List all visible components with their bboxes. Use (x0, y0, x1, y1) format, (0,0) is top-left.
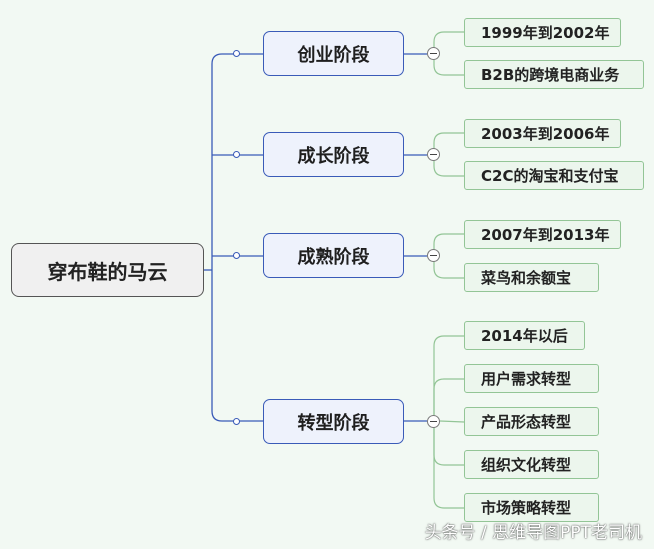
leaf-startup-period[interactable]: 1999年到2002年 (464, 18, 621, 47)
stage-node-growth[interactable]: 成长阶段 (263, 132, 404, 177)
stage-node-maturity[interactable]: 成熟阶段 (263, 233, 404, 278)
leaf-link (433, 31, 464, 48)
stage-connector-dot (233, 50, 240, 57)
leaf-user-needs[interactable]: 用户需求转型 (464, 364, 599, 393)
collapse-toggle-icon[interactable] (427, 415, 440, 428)
leaf-link (433, 427, 464, 466)
leaf-link (433, 427, 464, 509)
leaf-link (433, 233, 464, 250)
leaf-maturity-business[interactable]: 菜鸟和余额宝 (464, 263, 599, 292)
watermark: 头条号 / 思维导图PPT老司机 (424, 523, 642, 543)
leaf-link (439, 420, 465, 423)
leaf-transformation-period[interactable]: 2014年以后 (464, 321, 585, 350)
stage-connector-dot (233, 252, 240, 259)
stage-connector-dot (233, 151, 240, 158)
leaf-market-strategy[interactable]: 市场策略转型 (464, 493, 599, 522)
collapse-toggle-icon[interactable] (427, 148, 440, 161)
collapse-toggle-icon[interactable] (427, 47, 440, 60)
leaf-growth-business[interactable]: C2C的淘宝和支付宝 (464, 161, 644, 190)
leaf-link (433, 132, 464, 149)
leaf-startup-business[interactable]: B2B的跨境电商业务 (464, 60, 644, 89)
leaf-link (433, 262, 464, 279)
leaf-product-form[interactable]: 产品形态转型 (464, 407, 599, 436)
stage-connector-dot (233, 418, 240, 425)
collapse-toggle-icon[interactable] (427, 249, 440, 262)
trunk-link-transformation (211, 64, 263, 422)
leaf-org-culture[interactable]: 组织文化转型 (464, 450, 599, 479)
leaf-growth-period[interactable]: 2003年到2006年 (464, 119, 621, 148)
leaf-link (433, 335, 464, 415)
stage-node-transformation[interactable]: 转型阶段 (263, 399, 404, 444)
root-node[interactable]: 穿布鞋的马云 (11, 243, 204, 297)
leaf-link (433, 161, 464, 177)
trunk-link-startup (211, 53, 263, 65)
leaf-maturity-period[interactable]: 2007年到2013年 (464, 220, 621, 249)
stage-node-startup[interactable]: 创业阶段 (263, 31, 404, 76)
leaf-link (433, 60, 464, 76)
leaf-link (433, 378, 464, 415)
